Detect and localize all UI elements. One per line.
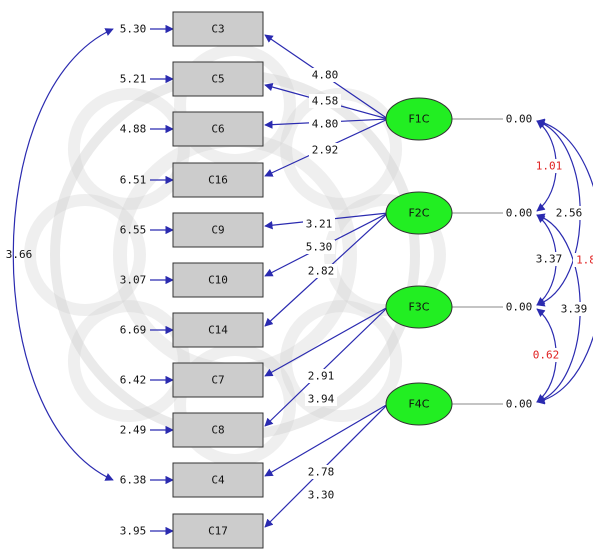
loading-label: 3.94 xyxy=(308,393,335,406)
covariance-label-bg xyxy=(556,206,582,220)
latent-factor-label: F2C xyxy=(408,207,429,220)
loading-label-bg xyxy=(305,369,337,383)
error-variance-label: 4.88 xyxy=(120,123,147,136)
watermark-petal xyxy=(280,87,403,210)
watermark-petal xyxy=(174,344,296,466)
error-variance-label: 6.55 xyxy=(120,224,147,237)
watermark-petal xyxy=(174,44,296,166)
latent-factor-label: F1C xyxy=(408,113,429,126)
error-variance-label: 6.51 xyxy=(120,174,147,187)
loading-label: 2.78 xyxy=(308,466,335,479)
loading-label-bg xyxy=(309,117,341,131)
loading-label-bg xyxy=(305,488,337,502)
indicator-label: C7 xyxy=(211,374,224,387)
latent-factor-ellipse xyxy=(385,191,453,235)
indicator-box xyxy=(172,513,264,549)
covariance-label-bg xyxy=(536,159,562,173)
indicator-box xyxy=(172,462,264,498)
factor-covariance-label: 1.8 xyxy=(576,254,593,267)
covariance-label-bg xyxy=(573,253,593,267)
error-covariance-curve xyxy=(12,28,114,481)
factor-variance-label: 0.00 xyxy=(506,398,533,411)
labels-layer: 5.30 5.21 4.88 6.51 6.55 3.07 6.69 6.42 2.49 6.38… xyxy=(6,23,593,538)
loading-label: 4.58 xyxy=(312,95,339,108)
factor-variance-label: 0.00 xyxy=(506,301,533,314)
indicator-label: C8 xyxy=(211,424,224,437)
latent-factor-ellipse xyxy=(385,97,453,141)
indicator-label: C5 xyxy=(211,73,224,86)
error-variance-label: 6.69 xyxy=(120,324,147,337)
factor-variance-label: 0.00 xyxy=(506,207,533,220)
error-covariance-label: 3.66 xyxy=(6,248,33,261)
error-variance-label: 5.30 xyxy=(120,23,147,36)
indicator-box xyxy=(172,162,264,198)
loading-arrow xyxy=(264,403,389,477)
watermark-petal xyxy=(67,87,190,210)
loading-label-bg xyxy=(309,68,341,82)
loading-label: 4.80 xyxy=(312,118,339,131)
loading-label: 2.92 xyxy=(312,144,339,157)
factor-covariance-label: 3.39 xyxy=(561,303,588,316)
watermark-petal xyxy=(67,300,190,423)
indicator-box xyxy=(172,11,264,47)
indicator-label: C6 xyxy=(211,123,224,136)
indicator-box xyxy=(172,111,264,147)
loading-label: 2.82 xyxy=(308,265,335,278)
indicator-box xyxy=(172,262,264,298)
indicator-label: C9 xyxy=(211,224,224,237)
indicator-box xyxy=(172,312,264,348)
indicator-label: C14 xyxy=(208,324,228,337)
factor-covariance-label: 1.01 xyxy=(536,160,563,173)
indicator-box xyxy=(172,412,264,448)
error-variance-label: 3.95 xyxy=(120,525,147,538)
loading-label: 3.21 xyxy=(306,218,333,231)
loading-label-bg xyxy=(309,143,341,157)
watermark-petal xyxy=(24,194,146,316)
loading-label-bg xyxy=(305,392,337,406)
covariance-label-bg xyxy=(561,302,587,316)
indicator-box xyxy=(172,61,264,97)
indicator-label: C10 xyxy=(208,274,228,287)
latent-factor-label: F3C xyxy=(408,301,429,314)
indicator-box xyxy=(172,212,264,248)
indicator-label: C4 xyxy=(211,474,225,487)
loading-label-bg xyxy=(303,240,335,254)
covariance-label-bg xyxy=(533,348,559,362)
factor-covariance-label: 0.62 xyxy=(533,349,560,362)
factor-covariance-curve xyxy=(536,118,593,405)
latent-factor-ellipse xyxy=(385,382,453,426)
loading-label: 2.91 xyxy=(308,370,335,383)
latent-factor-label: F4C xyxy=(408,398,429,411)
factor-covariance-label: 2.56 xyxy=(556,207,583,220)
loading-arrow xyxy=(264,306,389,377)
factor-covariance-label: 3.37 xyxy=(536,253,563,266)
error-variance-label: 2.49 xyxy=(120,424,147,437)
error-variance-label: 6.42 xyxy=(120,374,147,387)
loading-label: 5.30 xyxy=(306,241,333,254)
indicator-box xyxy=(172,362,264,398)
loading-label: 3.30 xyxy=(308,489,335,502)
covariance-label-bg xyxy=(536,252,562,266)
error-variance-label: 5.21 xyxy=(120,73,147,86)
loading-label-bg xyxy=(303,217,335,231)
indicator-label: C17 xyxy=(208,525,228,538)
latent-factor-ellipse xyxy=(385,285,453,329)
indicator-label: C3 xyxy=(211,23,224,36)
loading-label-bg xyxy=(305,264,337,278)
loading-arrow xyxy=(264,306,389,427)
loading-label-bg xyxy=(309,94,341,108)
loading-label-bg xyxy=(305,465,337,479)
indicator-label: C16 xyxy=(208,174,228,187)
factor-variance-label: 0.00 xyxy=(506,113,533,126)
watermark-petal xyxy=(280,300,403,423)
loading-label: 4.80 xyxy=(312,69,339,82)
error-variance-label: 3.07 xyxy=(120,274,147,287)
error-variance-label: 6.38 xyxy=(120,474,147,487)
